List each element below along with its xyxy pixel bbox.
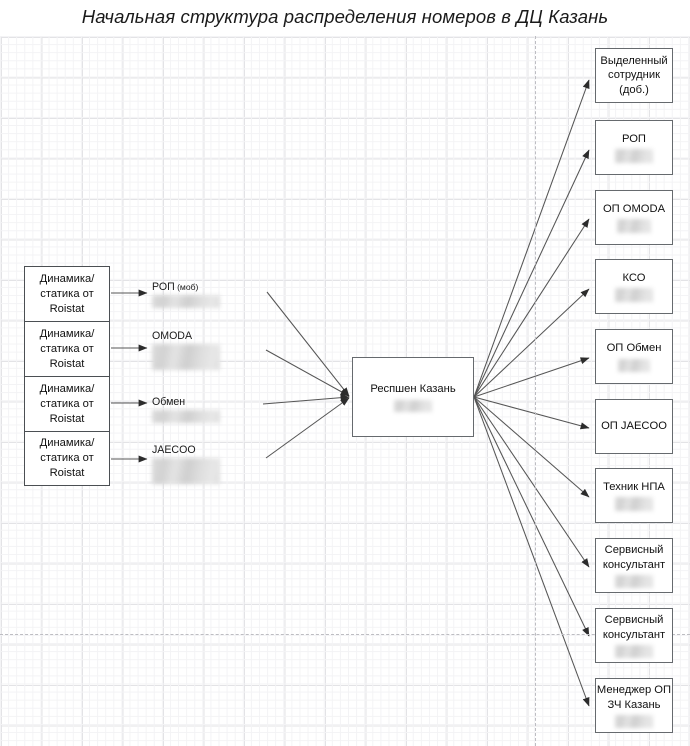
redacted-block [152,344,220,370]
source-label: Динамика/ статика от Roistat [39,327,95,370]
guide-line-vertical [535,36,536,746]
target-node-9[interactable]: Сервисный консультант [595,608,673,663]
target-label: ОП JAECOO [601,420,667,433]
target-label: Техник НПА [603,480,665,493]
source-box-3[interactable]: Динамика/ статика от Roistat [24,376,110,431]
source-label: Динамика/ статика от Roistat [39,382,95,425]
hub-label: Респшен Казань [370,383,456,396]
redacted-block [615,574,653,588]
target-label: ОП Обмен [606,342,662,355]
source-label: Динамика/ статика от Roistat [39,272,95,315]
target-node-6[interactable]: ОП JAECOO [595,399,673,454]
target-node-3[interactable]: ОП OMODA [595,190,673,245]
source-box-1[interactable]: Динамика/ статика от Roistat [24,266,110,321]
redacted-block [615,644,653,658]
target-label: Сервисный консультант [602,614,666,641]
target-label: КСО [622,271,646,284]
redacted-block [152,295,220,308]
source-box-2[interactable]: Динамика/ статика от Roistat [24,321,110,376]
hub-node-respshen-kazan[interactable]: Респшен Казань [352,357,474,437]
redacted-block [617,219,651,234]
guide-line-horizontal [0,634,690,635]
page-title: Начальная структура распределения номеро… [81,6,609,27]
channel-rop-mob[interactable]: РОП (моб) [152,281,220,308]
redacted-block [394,399,432,412]
channel-omoda[interactable]: OMODA [152,330,220,370]
channel-obmen[interactable]: Обмен [152,396,220,423]
source-box-4[interactable]: Динамика/ статика от Roistat [24,431,110,486]
channel-jaecoo[interactable]: JAECOO [152,444,220,484]
target-node-2[interactable]: РОП [595,120,673,175]
channel-label: РОП (моб) [152,281,199,293]
redacted-block [152,458,220,484]
redacted-block [615,714,653,728]
redacted-block [615,288,653,303]
redacted-block [618,358,650,372]
target-node-7[interactable]: Техник НПА [595,468,673,523]
redacted-block [152,410,220,423]
target-label: Сервисный консультант [602,544,666,571]
target-node-10[interactable]: Менеджер ОП ЗЧ Казань [595,678,673,733]
target-node-8[interactable]: Сервисный консультант [595,538,673,593]
target-node-5[interactable]: ОП Обмен [595,329,673,384]
target-node-1[interactable]: Выделенный сотрудник (доб.) [595,48,673,103]
target-node-4[interactable]: КСО [595,259,673,314]
source-label: Динамика/ статика от Roistat [39,437,95,479]
target-label: Выделенный сотрудник (доб.) [600,54,668,96]
channel-label: Обмен [152,396,186,408]
target-label: ОП OMODA [602,202,666,215]
redacted-block [615,497,653,512]
target-label: РОП [622,132,646,145]
channel-label: JAECOO [152,444,196,456]
target-label: Менеджер ОП ЗЧ Казань [596,684,672,711]
channel-label: OMODA [152,330,193,342]
redacted-block [615,149,653,164]
